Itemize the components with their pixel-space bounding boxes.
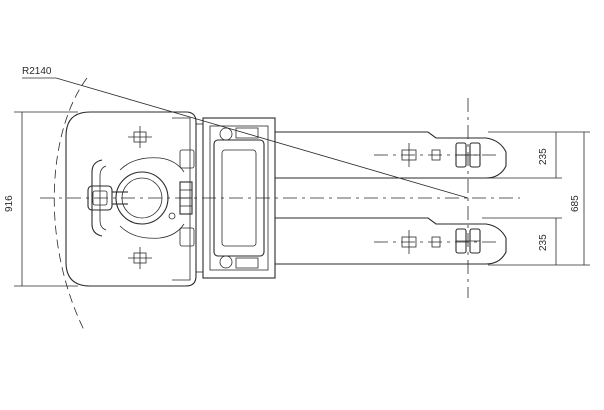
chassis-bolt-top-left — [219, 127, 233, 141]
dimension-label-235-top: 235 — [538, 148, 549, 165]
key-switch — [168, 212, 176, 220]
turning-radius-arc — [53, 77, 88, 331]
fork-arm-top — [275, 131, 507, 179]
tiller-head — [87, 185, 113, 211]
upper-control-block — [179, 149, 195, 169]
fork-arm-top-outline — [275, 131, 507, 179]
fork-bottom-pin — [431, 236, 441, 248]
battery-cover — [221, 149, 257, 247]
tiller-guard-bottom — [119, 223, 185, 239]
radius-leader-line — [55, 77, 469, 199]
fork-arm-bottom — [275, 217, 507, 265]
battery-compartment — [213, 139, 265, 257]
fork-dimensions: 235 235 685 — [482, 131, 590, 266]
tiller-head-button — [92, 190, 108, 206]
dimension-label-685: 685 — [570, 195, 581, 212]
overall-width-dimension: 916 — [4, 111, 78, 287]
chassis-bolt-bottom-left — [219, 255, 233, 269]
dimension-label-916: 916 — [4, 195, 15, 212]
chassis-frame — [202, 117, 276, 279]
drive-unit — [65, 111, 197, 287]
radius-label: R2140 — [22, 66, 52, 77]
drive-unit-cover — [65, 111, 197, 287]
dimension-label-235-bottom: 235 — [538, 234, 549, 251]
cover-inner-edge — [172, 117, 191, 281]
chassis — [196, 117, 276, 279]
lower-control-block — [179, 227, 195, 247]
chassis-bottom-slot — [235, 257, 259, 269]
drive-wheel-outline — [115, 171, 169, 225]
fork-arm-bottom-outline — [275, 217, 507, 265]
chassis-inner-frame — [209, 125, 269, 271]
center-lines — [40, 98, 520, 298]
tiller-handle-outer — [91, 159, 103, 237]
fork-top-pin — [431, 149, 441, 161]
tiller-guard-top — [119, 157, 185, 173]
drive-wheel-inner — [121, 177, 163, 219]
tiller-handle-inner — [99, 165, 107, 231]
chassis-top-slot — [235, 127, 259, 139]
